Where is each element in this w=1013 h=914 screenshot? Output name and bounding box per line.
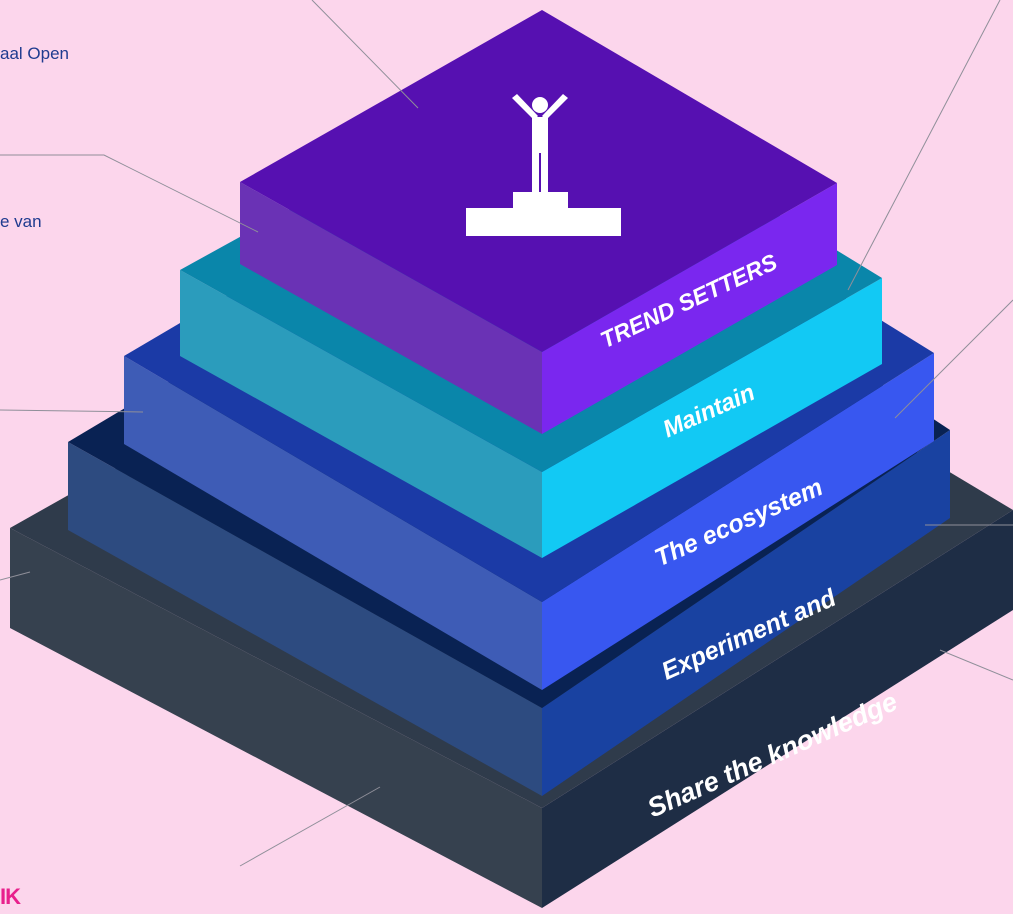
- callout-line: [0, 571, 31, 581]
- layer-left-face: [68, 442, 542, 796]
- layer-right-face: [542, 430, 950, 796]
- callout-text-2: e van: [0, 212, 42, 231]
- callout-line: [939, 649, 1013, 681]
- callout-line: [311, 0, 419, 109]
- callout-lines: [0, 0, 1013, 867]
- callout-line: [239, 786, 381, 867]
- callout-text-1: aal Open: [0, 44, 69, 63]
- callout-line: [847, 0, 1001, 291]
- callout-line: [894, 299, 1013, 419]
- layer-left-face: [240, 182, 542, 434]
- person-on-podium-icon: [466, 94, 621, 236]
- callout-line: [0, 409, 144, 413]
- brand-logo: IK: [0, 884, 21, 909]
- layer-left-face: [10, 528, 542, 908]
- layer-right-face: [542, 183, 837, 434]
- layer-right-face: [542, 510, 1013, 908]
- layer-left-face: [180, 270, 542, 558]
- layer-right-face: [542, 353, 934, 690]
- layer-right-face: [542, 278, 882, 558]
- layer-left-face: [124, 356, 542, 690]
- callout-line: [0, 154, 259, 233]
